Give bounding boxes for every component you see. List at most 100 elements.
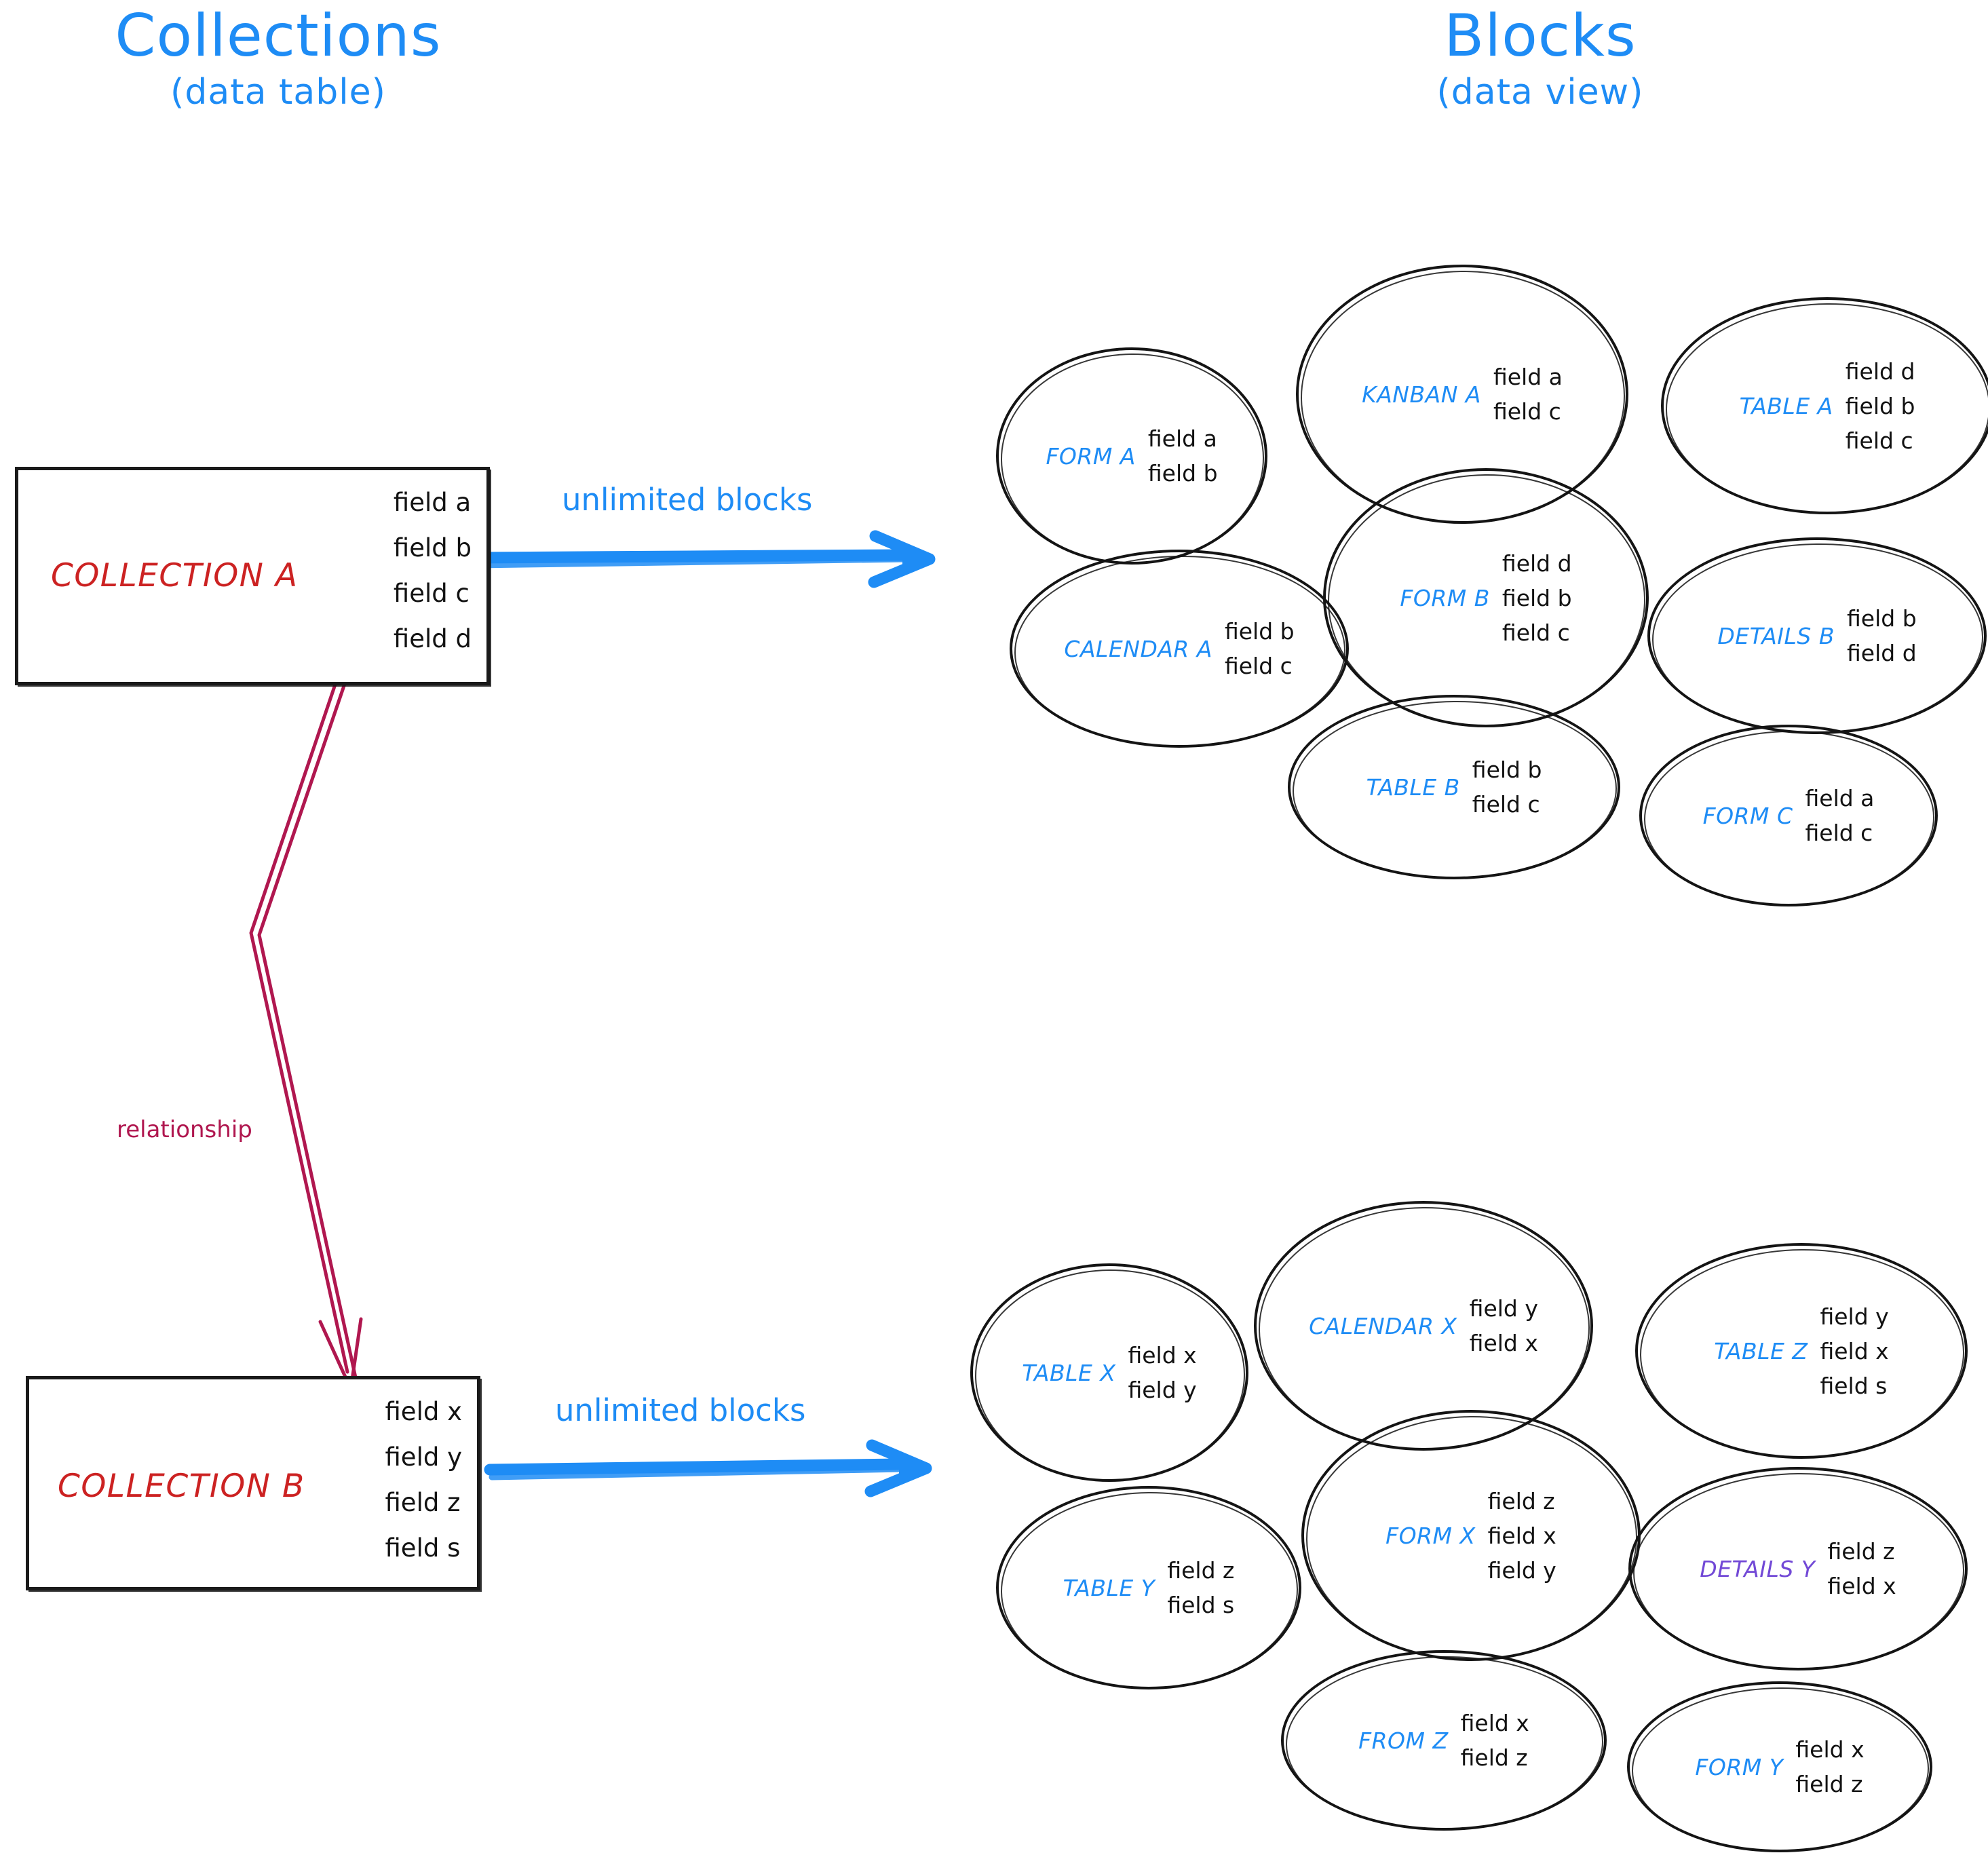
block-fields: field b field d	[1847, 605, 1917, 666]
block-field: field z	[1460, 1744, 1528, 1771]
block-details-y[interactable]: DETAILS Y field z field x	[1628, 1467, 1968, 1670]
block-field: field x	[1469, 1330, 1538, 1356]
unlimited-blocks-arrow-top	[469, 530, 936, 588]
block-field: field x	[1820, 1337, 1889, 1364]
unlimited-blocks-arrow-bottom	[484, 1439, 932, 1497]
block-fields: field a field b	[1148, 425, 1218, 486]
block-field: field z	[1795, 1771, 1863, 1797]
collection-a-fields: field a field b field c field d	[394, 488, 472, 653]
block-label: DETAILS B	[1717, 622, 1835, 649]
collection-a-field: field b	[393, 533, 472, 562]
block-table-x[interactable]: TABLE X field x field y	[970, 1263, 1248, 1482]
collection-a-name: COLLECTION A	[51, 557, 299, 594]
collection-b-fields: field x field y field z field s	[385, 1397, 463, 1563]
block-field: field x	[1460, 1710, 1529, 1736]
block-label: FORM B	[1400, 584, 1490, 611]
blocks-heading: Blocks (data view)	[1303, 7, 1778, 120]
block-table-y[interactable]: TABLE Y field z field s	[996, 1486, 1301, 1689]
block-field: field z	[1487, 1487, 1555, 1514]
unlimited-blocks-label-top: unlimited blocks	[562, 482, 813, 518]
block-form-c[interactable]: FORM C field a field c	[1639, 725, 1938, 906]
block-field: field c	[1805, 820, 1873, 846]
block-label: TABLE A	[1739, 392, 1833, 419]
block-field: field d	[1847, 640, 1917, 666]
block-field: field d	[1502, 550, 1572, 577]
collection-a-field: field a	[393, 488, 472, 517]
block-field: field d	[1845, 358, 1915, 385]
block-table-b[interactable]: TABLE B field b field c	[1288, 695, 1620, 879]
collections-heading-sub: (data table)	[170, 72, 386, 113]
block-field: field c	[1845, 427, 1913, 454]
collection-box-b[interactable]: COLLECTION B field x field y field z fie…	[26, 1376, 480, 1590]
block-field: field s	[1820, 1372, 1888, 1399]
block-field: field x	[1827, 1573, 1896, 1599]
block-fields: field y field x	[1470, 1295, 1538, 1356]
block-field: field x	[1128, 1342, 1197, 1369]
block-label: TABLE Z	[1714, 1337, 1808, 1364]
block-fields: field x field y	[1128, 1342, 1196, 1403]
block-table-a[interactable]: TABLE A field d field b field c	[1661, 297, 1988, 514]
block-field: field b	[1147, 460, 1218, 486]
block-calendar-a[interactable]: CALENDAR A field b field c	[1010, 550, 1349, 748]
block-label: TABLE X	[1022, 1359, 1116, 1386]
block-field: field b	[1224, 618, 1295, 645]
block-field: field s	[1167, 1592, 1235, 1618]
block-field: field c	[1493, 398, 1561, 425]
block-calendar-x[interactable]: CALENDAR X field y field x	[1254, 1201, 1593, 1451]
block-field: field z	[1827, 1538, 1895, 1565]
block-field: field b	[1502, 584, 1572, 611]
collection-a-field: field d	[393, 624, 472, 653]
unlimited-blocks-label-bottom: unlimited blocks	[555, 1392, 806, 1428]
block-field: field b	[1847, 605, 1917, 632]
block-form-y[interactable]: FORM Y field x field z	[1627, 1681, 1932, 1852]
relationship-connector	[249, 676, 363, 1391]
blocks-heading-sub: (data view)	[1436, 72, 1644, 113]
collection-b-field: field z	[385, 1488, 461, 1517]
collections-heading: Collections (data table)	[41, 7, 516, 120]
collections-heading-main: Collections	[115, 2, 442, 70]
block-table-z[interactable]: TABLE Z field y field x field s	[1635, 1243, 1968, 1459]
block-field: field a	[1147, 425, 1217, 452]
block-field: field y	[1469, 1295, 1538, 1322]
block-fields: field a field c	[1493, 364, 1563, 425]
block-label: FORM C	[1702, 802, 1793, 829]
block-label: CALENDAR X	[1309, 1312, 1457, 1339]
block-label: TABLE Y	[1063, 1574, 1155, 1601]
block-fields: field z field x	[1827, 1538, 1896, 1599]
relationship-label: relationship	[117, 1116, 252, 1143]
block-fields: field d field b field c	[1502, 550, 1572, 646]
block-label: CALENDAR A	[1064, 635, 1212, 662]
blocks-heading-main: Blocks	[1444, 2, 1637, 70]
block-label: FORM Y	[1695, 1753, 1784, 1780]
collection-box-a[interactable]: COLLECTION A field a field b field c fie…	[15, 467, 490, 685]
block-field: field c	[1224, 653, 1293, 679]
block-field: field z	[1167, 1557, 1235, 1584]
block-label: FORM X	[1385, 1522, 1476, 1549]
block-fields: field z field x field y	[1488, 1488, 1556, 1584]
block-from-z[interactable]: FROM Z field x field z	[1281, 1650, 1607, 1831]
collection-b-field: field x	[385, 1397, 463, 1426]
block-details-b[interactable]: DETAILS B field b field d	[1647, 537, 1987, 734]
collection-b-field: field y	[385, 1443, 463, 1472]
block-field: field c	[1502, 619, 1570, 646]
block-fields: field z field s	[1167, 1557, 1234, 1618]
block-label: DETAILS Y	[1700, 1555, 1816, 1582]
block-label: KANBAN A	[1362, 381, 1481, 408]
block-fields: field x field z	[1795, 1736, 1864, 1797]
block-field: field x	[1487, 1522, 1556, 1549]
block-fields: field b field c	[1472, 757, 1542, 818]
block-fields: field y field x field s	[1820, 1303, 1888, 1399]
block-form-b[interactable]: FORM B field d field b field c	[1323, 468, 1649, 727]
block-field: field c	[1472, 791, 1540, 818]
block-fields: field b field c	[1225, 618, 1295, 679]
block-label: TABLE B	[1366, 773, 1460, 801]
block-fields: field x field z	[1461, 1710, 1529, 1771]
block-field: field b	[1472, 757, 1542, 783]
block-form-a[interactable]: FORM A field a field b	[996, 347, 1267, 565]
block-field: field b	[1845, 392, 1915, 419]
collection-b-field: field s	[385, 1533, 461, 1563]
block-form-x[interactable]: FORM X field z field x field y	[1301, 1410, 1641, 1661]
block-field: field y	[1820, 1303, 1889, 1330]
block-field: field a	[1493, 364, 1563, 390]
